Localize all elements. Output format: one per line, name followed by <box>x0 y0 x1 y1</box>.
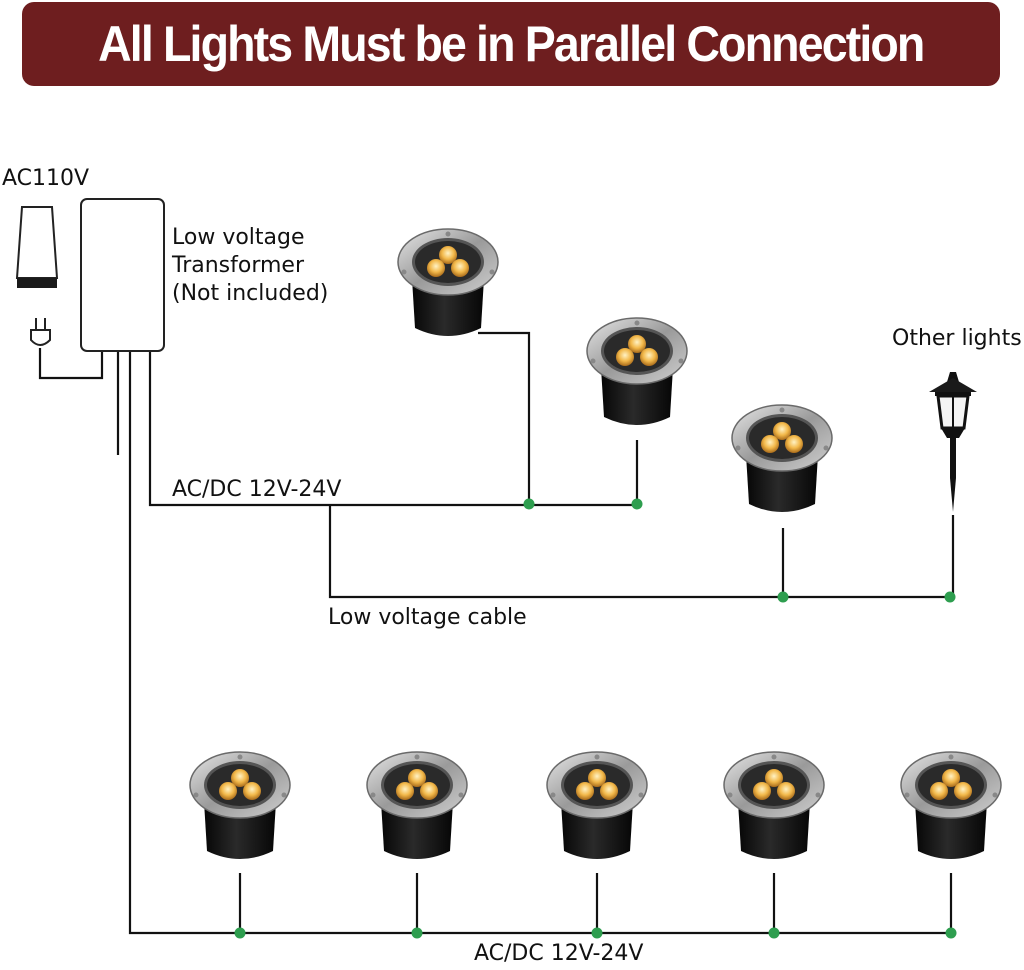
in-ground-light-icon <box>189 751 291 860</box>
transformer-box-icon <box>80 198 165 352</box>
transformer-label-line1: Low voltage <box>172 225 305 250</box>
in-ground-light-icon <box>546 751 648 860</box>
junction-dot <box>944 591 956 603</box>
transformer-lead-2 <box>128 352 952 935</box>
low-voltage-cable-label: Low voltage cable <box>328 605 527 630</box>
junction-dot <box>631 498 643 510</box>
junction-dot <box>523 498 535 510</box>
in-ground-light-icon <box>731 404 833 513</box>
cable-branch <box>328 505 950 599</box>
in-ground-light-icon <box>723 751 825 860</box>
in-ground-light-icon <box>586 317 688 426</box>
junction-dot <box>234 927 246 939</box>
junction-dot <box>768 927 780 939</box>
title-banner: All Lights Must be in Parallel Connectio… <box>22 2 1000 86</box>
transformer-lead-3 <box>148 352 637 507</box>
junction-dot <box>777 591 789 603</box>
wall-outlet-icon <box>15 206 59 288</box>
junction-dot <box>591 927 603 939</box>
transformer-label-line3: (Not included) <box>172 281 329 306</box>
plug-cord <box>38 348 104 380</box>
lower-bus-voltage-label: AC/DC 12V-24V <box>474 941 644 966</box>
branch-light-1 <box>478 331 531 505</box>
power-plug-icon <box>30 318 51 346</box>
in-ground-light-icon <box>900 751 1002 860</box>
garden-lantern-icon <box>929 372 977 512</box>
junction-dot <box>945 927 957 939</box>
junction-dot <box>411 927 423 939</box>
wires <box>38 331 955 935</box>
other-lights-label: Other lights <box>892 326 1022 351</box>
page-title: All Lights Must be in Parallel Connectio… <box>98 16 925 72</box>
power-source-label: AC110V <box>2 166 90 191</box>
in-ground-light-icon <box>397 228 499 337</box>
in-ground-light-icon <box>366 751 468 860</box>
junctions <box>234 498 957 939</box>
transformer-label-line2: Transformer <box>172 253 305 278</box>
upper-bus-voltage-label: AC/DC 12V-24V <box>172 477 342 502</box>
